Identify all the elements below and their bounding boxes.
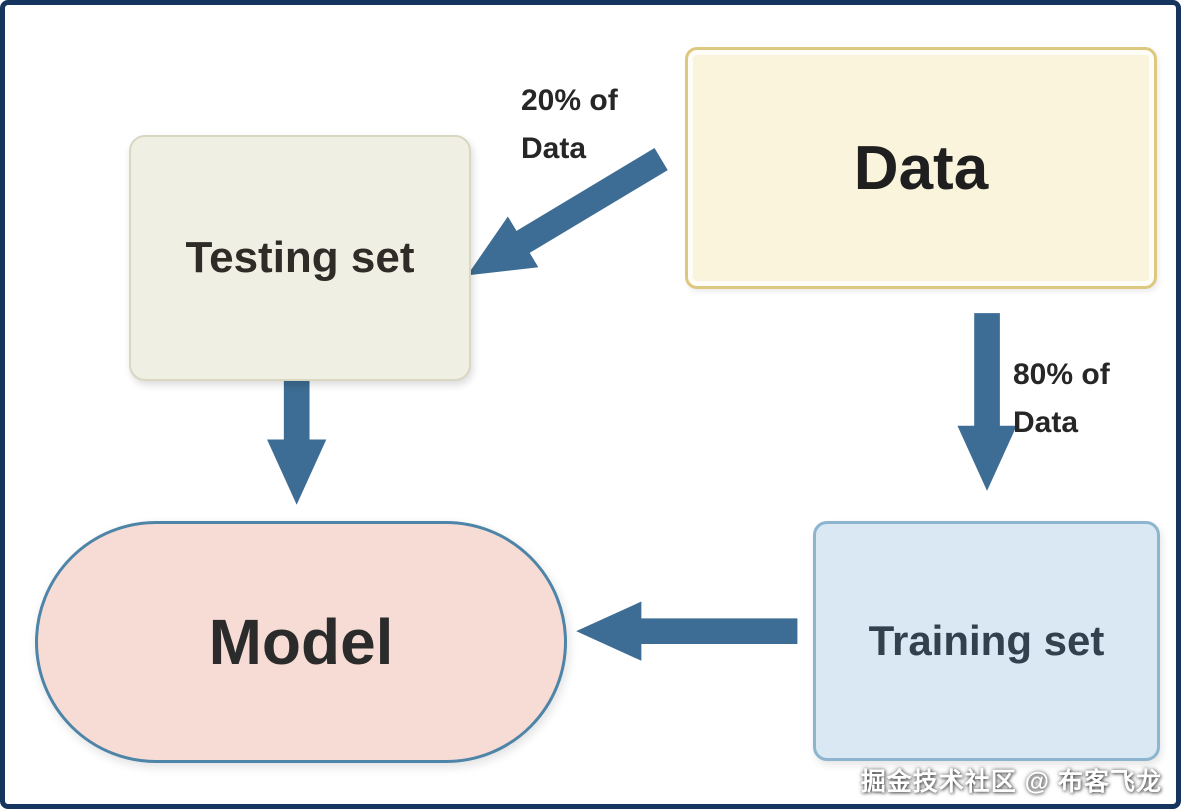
node-data: Data <box>685 47 1157 289</box>
edge-label-20-percent: 20% of Data <box>521 77 618 173</box>
edge-label-80-percent-line2: Data <box>1013 406 1079 439</box>
edge-label-20-percent-line2: Data <box>521 132 587 165</box>
node-training-set: Training set <box>813 521 1160 761</box>
edge-label-80-percent-line1: 80% of <box>1013 358 1110 391</box>
edge-label-20-percent-line1: 20% of <box>521 84 618 117</box>
node-model-label: Model <box>208 606 394 678</box>
node-testing-set: Testing set <box>129 135 471 381</box>
node-training-set-label: Training set <box>868 617 1105 664</box>
node-data-label: Data <box>853 133 989 203</box>
watermark: 掘金技术社区 @ 布客飞龙 <box>860 768 1162 796</box>
node-testing-set-label: Testing set <box>185 233 415 282</box>
edge-label-80-percent: 80% of Data <box>1013 351 1110 447</box>
node-model: Model <box>35 521 567 763</box>
